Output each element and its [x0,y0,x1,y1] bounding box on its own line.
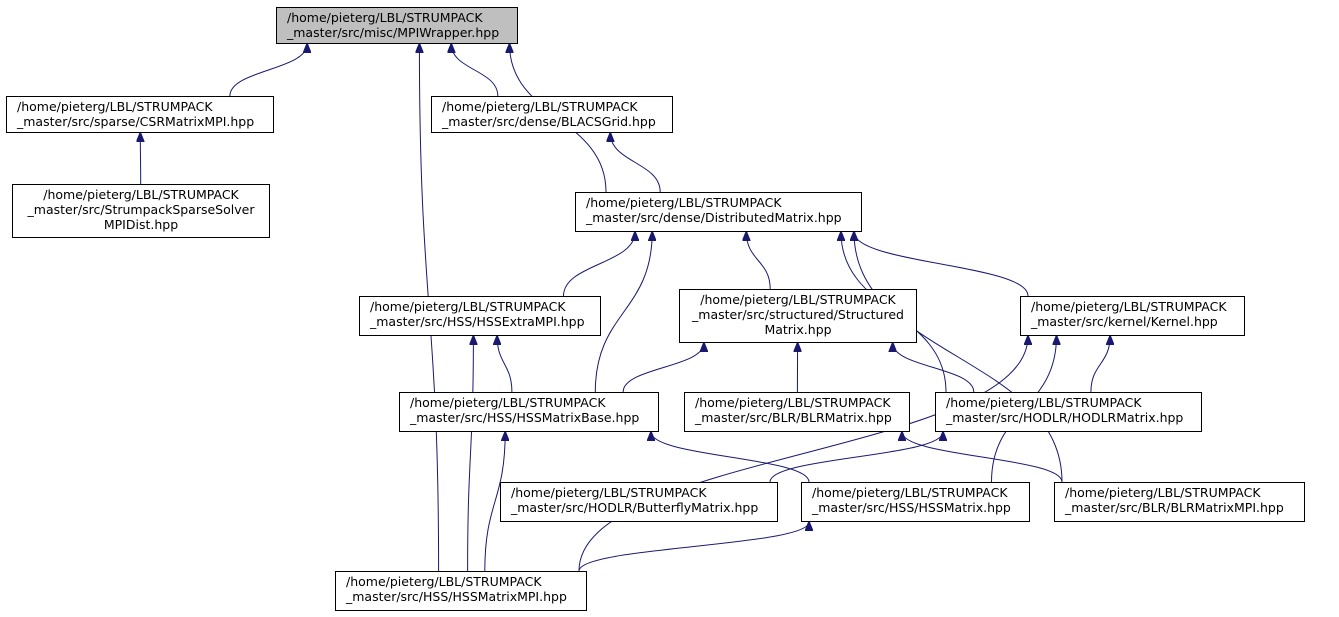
edge-hssmatrixmpi-to-hssmatrix [578,522,809,572]
node-hssmatrixmpi[interactable]: /home/pieterg/LBL/STRUMPACK _master/src/… [335,571,587,611]
edge-hssmatrixmpi-to-kernel [578,336,1028,572]
node-line: _master/src/dense/DistributedMatrix.hpp [586,210,842,225]
node-line: _master/src/StrumpackSparseSolver [27,202,255,217]
edge-distributedmatrix-to-blacsgrid [610,133,661,193]
edge-hssmatrixbase-to-hssextrampi [497,336,513,393]
edge-structuredmatrix-to-distributedmatrix [746,232,771,290]
edge-hodlrmatrix-to-kernel [1090,336,1110,393]
node-line: /home/pieterg/LBL/STRUMPACK [812,485,1008,500]
node-line: _master/src/BLR/BLRMatrixMPI.hpp [1065,500,1284,515]
node-line: _master/src/kernel/Kernel.hpp [1031,314,1218,329]
edge-hssmatrixmpi-to-hssextrampi [467,336,474,572]
node-line: _master/src/HSS/HSSMatrixMPI.hpp [346,589,567,604]
node-hssmatrixbase[interactable]: /home/pieterg/LBL/STRUMPACK _master/src/… [399,392,659,432]
node-line: /home/pieterg/LBL/STRUMPACK [370,299,566,314]
node-line: Matrix.hpp [764,322,832,337]
node-line: /home/pieterg/LBL/STRUMPACK [700,292,896,307]
node-distributedmatrix[interactable]: /home/pieterg/LBL/STRUMPACK _master/src/… [575,192,862,232]
node-line: /home/pieterg/LBL/STRUMPACK [511,485,707,500]
edge-butterflymatrix-to-hodlrmatrix [769,432,943,483]
edge-blacsgrid-to-mpiwrapper [451,44,499,97]
node-kernel[interactable]: /home/pieterg/LBL/STRUMPACK _master/src/… [1020,296,1245,336]
node-hodlrmatrix[interactable]: /home/pieterg/LBL/STRUMPACK _master/src/… [935,392,1202,432]
node-csrmatrixmpi[interactable]: /home/pieterg/LBL/STRUMPACK _master/src/… [6,96,274,133]
node-line: /home/pieterg/LBL/STRUMPACK [442,99,638,114]
edge-hssmatrixmpi-to-hssmatrixbase [484,432,505,572]
edge-hssmatrixbase-to-structuredmatrix [622,343,704,393]
node-line: _master/src/misc/MPIWrapper.hpp [287,25,500,40]
edge-blrmatrixmpi-to-distributedmatrix [854,232,1063,483]
node-line: _master/src/BLR/BLRMatrix.hpp [695,410,892,425]
node-line: /home/pieterg/LBL/STRUMPACK [287,10,483,25]
node-line: _master/src/HODLR/ButterflyMatrix.hpp [511,500,759,515]
edge-hssmatrix-to-hssmatrixbase [651,432,810,483]
node-line: /home/pieterg/LBL/STRUMPACK [1031,299,1227,314]
node-blrmatrixmpi[interactable]: /home/pieterg/LBL/STRUMPACK _master/src/… [1054,482,1305,522]
edge-hodlrmatrix-to-structuredmatrix [893,343,975,393]
node-strumpacksparsesolvermpidist[interactable]: /home/pieterg/LBL/STRUMPACK _master/src/… [12,184,270,238]
node-line: /home/pieterg/LBL/STRUMPACK [410,395,606,410]
node-line: /home/pieterg/LBL/STRUMPACK [17,99,213,114]
node-line: /home/pieterg/LBL/STRUMPACK [1065,485,1261,500]
node-structuredmatrix[interactable]: /home/pieterg/LBL/STRUMPACK _master/src/… [679,289,917,343]
node-line: _master/src/dense/BLACSGrid.hpp [442,114,656,129]
node-line: _master/src/HODLR/HODLRMatrix.hpp [946,410,1184,425]
node-mpiwrapper[interactable]: /home/pieterg/LBL/STRUMPACK _master/src/… [276,7,518,44]
node-line: /home/pieterg/LBL/STRUMPACK [695,395,891,410]
edge-kernel-to-distributedmatrix [854,232,1029,297]
node-line: /home/pieterg/LBL/STRUMPACK [346,574,542,589]
edge-blrmatrixmpi-to-blrmatrix [902,432,1063,483]
node-line: _master/src/sparse/CSRMatrixMPI.hpp [17,114,255,129]
node-line: _master/src/structured/Structured [692,307,904,322]
node-hssmatrix[interactable]: /home/pieterg/LBL/STRUMPACK _master/src/… [801,482,1030,522]
node-blrmatrix[interactable]: /home/pieterg/LBL/STRUMPACK _master/src/… [684,392,910,432]
edge-csrmatrixmpi-to-mpiwrapper [229,44,307,97]
edge-hssextrampi-to-distributedmatrix [563,232,636,297]
node-line: _master/src/HSS/HSSMatrix.hpp [812,500,1011,515]
node-butterflymatrix[interactable]: /home/pieterg/LBL/STRUMPACK _master/src/… [500,482,778,522]
node-blacsgrid[interactable]: /home/pieterg/LBL/STRUMPACK _master/src/… [431,96,673,133]
node-line: /home/pieterg/LBL/STRUMPACK [586,195,782,210]
node-line: MPIDist.hpp [103,217,179,232]
node-line: /home/pieterg/LBL/STRUMPACK [946,395,1142,410]
node-line: _master/src/HSS/HSSMatrixBase.hpp [410,410,640,425]
node-hssextrampi[interactable]: /home/pieterg/LBL/STRUMPACK _master/src/… [359,296,601,336]
node-line: /home/pieterg/LBL/STRUMPACK [43,187,239,202]
node-line: _master/src/HSS/HSSExtraMPI.hpp [370,314,585,329]
edge-hssmatrixbase-to-distributedmatrix [594,232,652,393]
